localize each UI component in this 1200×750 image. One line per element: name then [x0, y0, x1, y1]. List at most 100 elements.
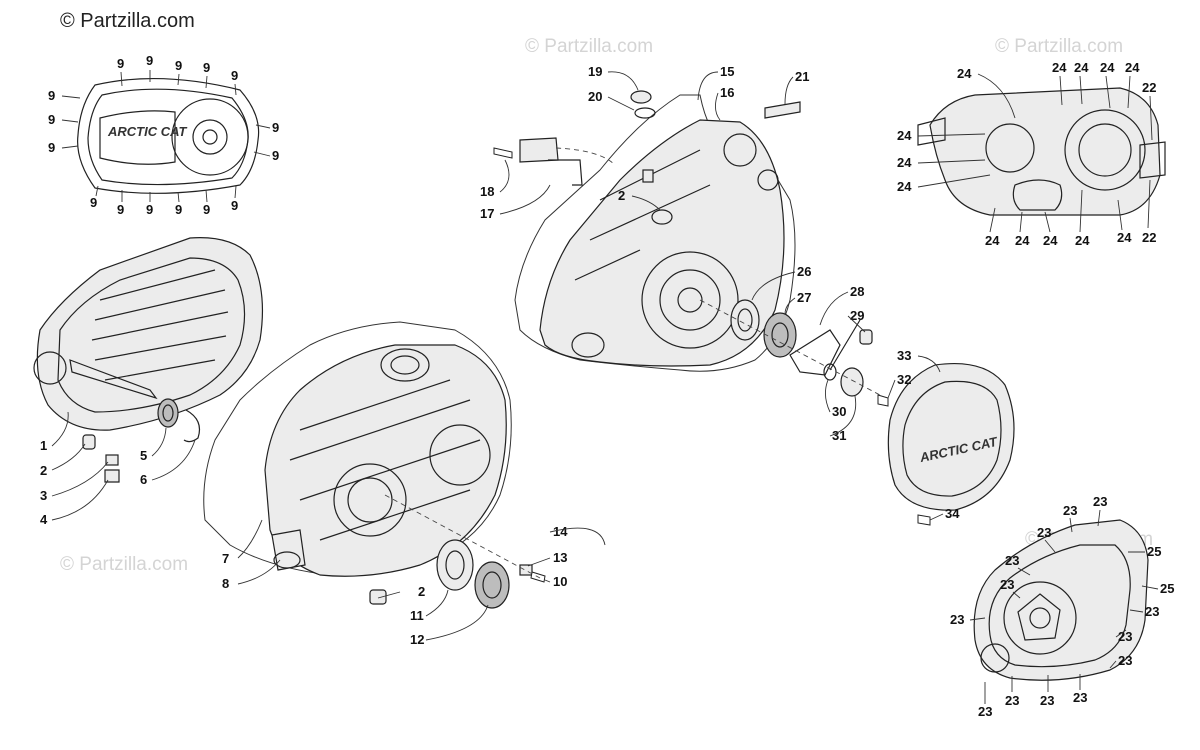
callout-6: 6	[140, 472, 147, 487]
callout-24: 24	[985, 233, 1000, 248]
callout-9: 9	[272, 120, 279, 135]
callout-13: 13	[553, 550, 567, 565]
callout-9: 9	[231, 68, 238, 83]
callout-24: 24	[897, 128, 912, 143]
callout-23: 23	[1037, 525, 1051, 540]
callout-23: 23	[1000, 577, 1014, 592]
clutch-cover-small-parts	[82, 398, 201, 483]
callout-24: 24	[897, 179, 912, 194]
callout-9: 9	[272, 148, 279, 163]
crankcase-left	[203, 321, 512, 605]
callout-24: 24	[1117, 230, 1132, 245]
callout-1: 1	[40, 438, 47, 453]
callout-26: 26	[797, 264, 811, 279]
outer-clutch-cover: ARCTIC CAT	[77, 78, 260, 194]
crankcase-right	[514, 94, 796, 372]
callout-22: 22	[1142, 230, 1156, 245]
callout-20: 20	[588, 89, 602, 104]
callout-5: 5	[140, 448, 147, 463]
callouts-center: 7 8 2 11 12 14 13 10	[222, 519, 606, 647]
stator-cover: ARCTIC CAT	[877, 362, 1015, 526]
callout-9: 9	[203, 202, 210, 217]
callout-24: 24	[1015, 233, 1030, 248]
callout-2: 2	[618, 188, 625, 203]
callout-18: 18	[480, 184, 494, 199]
watermark: © Partzilla.com	[995, 36, 1123, 57]
callouts-left: 1 2 3 4 5 6	[40, 411, 196, 527]
callout-9: 9	[146, 202, 153, 217]
copyright-text: © Partzilla.com	[60, 10, 195, 32]
callout-24: 24	[1125, 60, 1140, 75]
callout-34: 34	[945, 506, 960, 521]
callouts-shaft: 26 27 28 29 30 31	[751, 264, 866, 443]
callout-25: 25	[1160, 581, 1174, 596]
callout-12: 12	[410, 632, 424, 647]
callout-9: 9	[175, 58, 182, 73]
callout-15: 15	[720, 64, 734, 79]
callout-3: 3	[40, 488, 47, 503]
callout-23: 23	[1118, 653, 1132, 668]
callout-7: 7	[222, 551, 229, 566]
callout-24: 24	[897, 155, 912, 170]
callout-14: 14	[553, 524, 568, 539]
callout-23: 23	[1145, 604, 1159, 619]
callout-24: 24	[957, 66, 972, 81]
callout-24: 24	[1052, 60, 1067, 75]
callout-9: 9	[117, 56, 124, 71]
callout-2: 2	[40, 463, 47, 478]
callout-27: 27	[797, 290, 811, 305]
brand-logo: ARCTIC CAT	[107, 124, 188, 139]
callout-30: 30	[832, 404, 846, 419]
callout-19: 19	[588, 64, 602, 79]
callouts-bottom-right: 23 23 23 23 23 23 25 25 23 23 23 23 23 2…	[950, 494, 1174, 719]
callout-23: 23	[1073, 690, 1087, 705]
inner-clutch-cover	[33, 237, 264, 431]
watermarks: © Partzilla.com © Partzilla.com © Partzi…	[60, 36, 1153, 575]
callout-25: 25	[1147, 544, 1161, 559]
callout-33: 33	[897, 348, 911, 363]
callout-11: 11	[410, 608, 424, 623]
callout-10: 10	[553, 574, 567, 589]
callout-16: 16	[720, 85, 734, 100]
callout-22: 22	[1142, 80, 1156, 95]
callout-23: 23	[1063, 503, 1077, 518]
watermark: © Partzilla.com	[525, 36, 653, 57]
top-right-cover	[917, 87, 1166, 216]
callout-23: 23	[1093, 494, 1107, 509]
callout-29: 29	[850, 308, 864, 323]
callout-4: 4	[40, 512, 48, 527]
callout-23: 23	[1005, 553, 1019, 568]
callout-23: 23	[1118, 629, 1132, 644]
callout-9: 9	[48, 88, 55, 103]
callout-17: 17	[480, 206, 494, 221]
callout-2: 2	[418, 584, 425, 599]
callout-24: 24	[1100, 60, 1115, 75]
crankcase-seal-bearing	[384, 494, 546, 609]
callout-28: 28	[850, 284, 864, 299]
callout-23: 23	[950, 612, 964, 627]
callout-23: 23	[1005, 693, 1019, 708]
callout-9: 9	[203, 60, 210, 75]
callout-9: 9	[175, 202, 182, 217]
callouts-stator: 33 32 34	[887, 348, 960, 521]
bottom-right-cover	[973, 519, 1149, 681]
callouts-top-center: 19 20 15 16 21 18 17 2	[480, 64, 809, 221]
callout-9: 9	[146, 53, 153, 68]
callout-21: 21	[795, 69, 809, 84]
callout-9: 9	[48, 140, 55, 155]
callout-31: 31	[832, 428, 846, 443]
callout-32: 32	[897, 372, 911, 387]
callouts-part-9: 9 9 9 9 9 9 9 9 9 9 9 9 9 9 9 9	[48, 53, 279, 217]
callout-8: 8	[222, 576, 229, 591]
callout-24: 24	[1043, 233, 1058, 248]
callout-9: 9	[117, 202, 124, 217]
shaft-parts	[699, 299, 881, 397]
crankcase-top-parts	[493, 90, 801, 186]
watermark: © Partzilla.com	[60, 554, 188, 575]
callout-9: 9	[231, 198, 238, 213]
callout-24: 24	[1075, 233, 1090, 248]
callout-23: 23	[978, 704, 992, 719]
callouts-top-right: 24 24 24 24 24 22 24 24 24 24 24 24 24 2…	[897, 60, 1156, 248]
callout-23: 23	[1040, 693, 1054, 708]
